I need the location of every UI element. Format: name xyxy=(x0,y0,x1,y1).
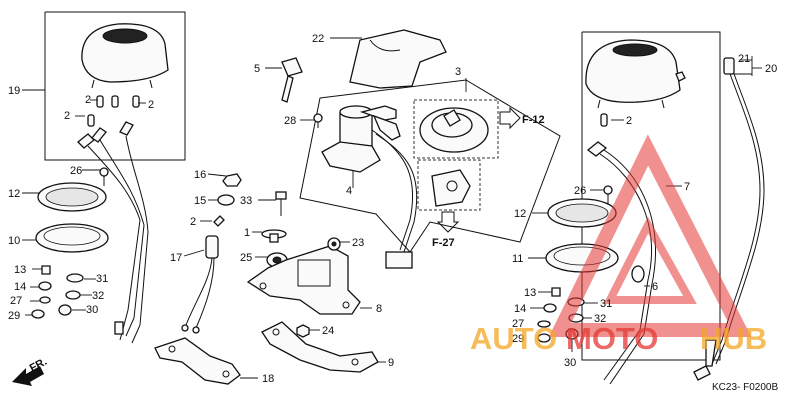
bracket-8 xyxy=(246,245,361,315)
callout-33: 33 xyxy=(240,195,252,207)
callout-15: 15 xyxy=(194,195,206,207)
callout-12a: 12 xyxy=(8,188,20,200)
brackets xyxy=(154,237,386,385)
callout-1: 1 xyxy=(244,227,250,239)
callout-labels: 19 2 2 2 26 12 10 13 14 27 29 31 32 30 1… xyxy=(8,33,777,385)
callout-24: 24 xyxy=(322,325,334,337)
callout-11: 11 xyxy=(512,253,523,265)
callout-26b: 26 xyxy=(574,185,586,197)
watermark-moto: MOTO xyxy=(566,321,658,356)
callout-27a: 27 xyxy=(10,295,22,307)
front-direction-arrow xyxy=(12,366,44,386)
automotohub-watermark xyxy=(548,134,752,337)
front-direction-label: FR. xyxy=(28,356,49,375)
right-meter-body xyxy=(585,39,681,103)
ignition-key xyxy=(281,57,303,77)
callout-8: 8 xyxy=(376,303,382,315)
callout-9: 9 xyxy=(388,357,394,369)
callout-30a: 30 xyxy=(86,304,98,316)
callout-5: 5 xyxy=(254,63,260,75)
callout-13b: 13 xyxy=(524,287,536,299)
bracket-18 xyxy=(154,337,241,385)
watermark-hub: HUB xyxy=(700,321,767,356)
callout-32b: 32 xyxy=(594,313,606,325)
callout-12b: 12 xyxy=(514,208,526,220)
watermark-text: AUTO MOTO HUB xyxy=(470,321,767,356)
callout-20: 20 xyxy=(765,63,777,75)
callout-2c: 2 xyxy=(64,110,70,122)
callout-13: 13 xyxy=(14,264,26,276)
callout-17: 17 xyxy=(170,252,182,264)
callout-16: 16 xyxy=(194,169,206,181)
callout-4: 4 xyxy=(346,185,352,197)
callout-30b: 30 xyxy=(564,357,576,369)
callout-29a: 29 xyxy=(8,310,20,322)
callout-19: 19 xyxy=(8,85,20,97)
callout-3: 3 xyxy=(455,66,461,78)
diagram-code: KC23- F0200B xyxy=(712,382,778,393)
callout-6: 6 xyxy=(652,281,658,293)
callout-28: 28 xyxy=(284,115,296,127)
callout-10: 10 xyxy=(8,235,20,247)
callout-2e: 2 xyxy=(626,115,632,127)
ref-f27: F-27 xyxy=(432,237,455,249)
callout-26a: 26 xyxy=(70,165,82,177)
callout-29b: 29 xyxy=(512,333,524,345)
callout-21: 21 xyxy=(738,53,750,65)
callout-23: 23 xyxy=(352,237,364,249)
left-meter-assembly xyxy=(22,11,186,344)
callout-22: 22 xyxy=(312,33,324,45)
bracket-9 xyxy=(261,321,379,373)
callout-25: 25 xyxy=(240,252,252,264)
callout-18: 18 xyxy=(262,373,274,385)
left-meter-body xyxy=(81,23,169,83)
callout-31b: 31 xyxy=(600,298,612,310)
ignition-cover xyxy=(349,29,447,89)
callout-14b: 14 xyxy=(514,303,526,315)
callout-2a: 2 xyxy=(85,94,91,106)
callout-2d: 2 xyxy=(190,216,196,228)
ref-f12: F-12 xyxy=(522,114,545,126)
callout-27b: 27 xyxy=(512,318,524,330)
callout-7: 7 xyxy=(684,181,690,193)
callout-31a: 31 xyxy=(96,273,108,285)
left-meter-lens xyxy=(35,223,109,253)
ignition-switch-group xyxy=(265,29,561,269)
watermark-auto: AUTO xyxy=(470,321,557,356)
callout-14a: 14 xyxy=(14,281,26,293)
callout-32a: 32 xyxy=(92,290,104,302)
callout-2b: 2 xyxy=(148,99,154,111)
